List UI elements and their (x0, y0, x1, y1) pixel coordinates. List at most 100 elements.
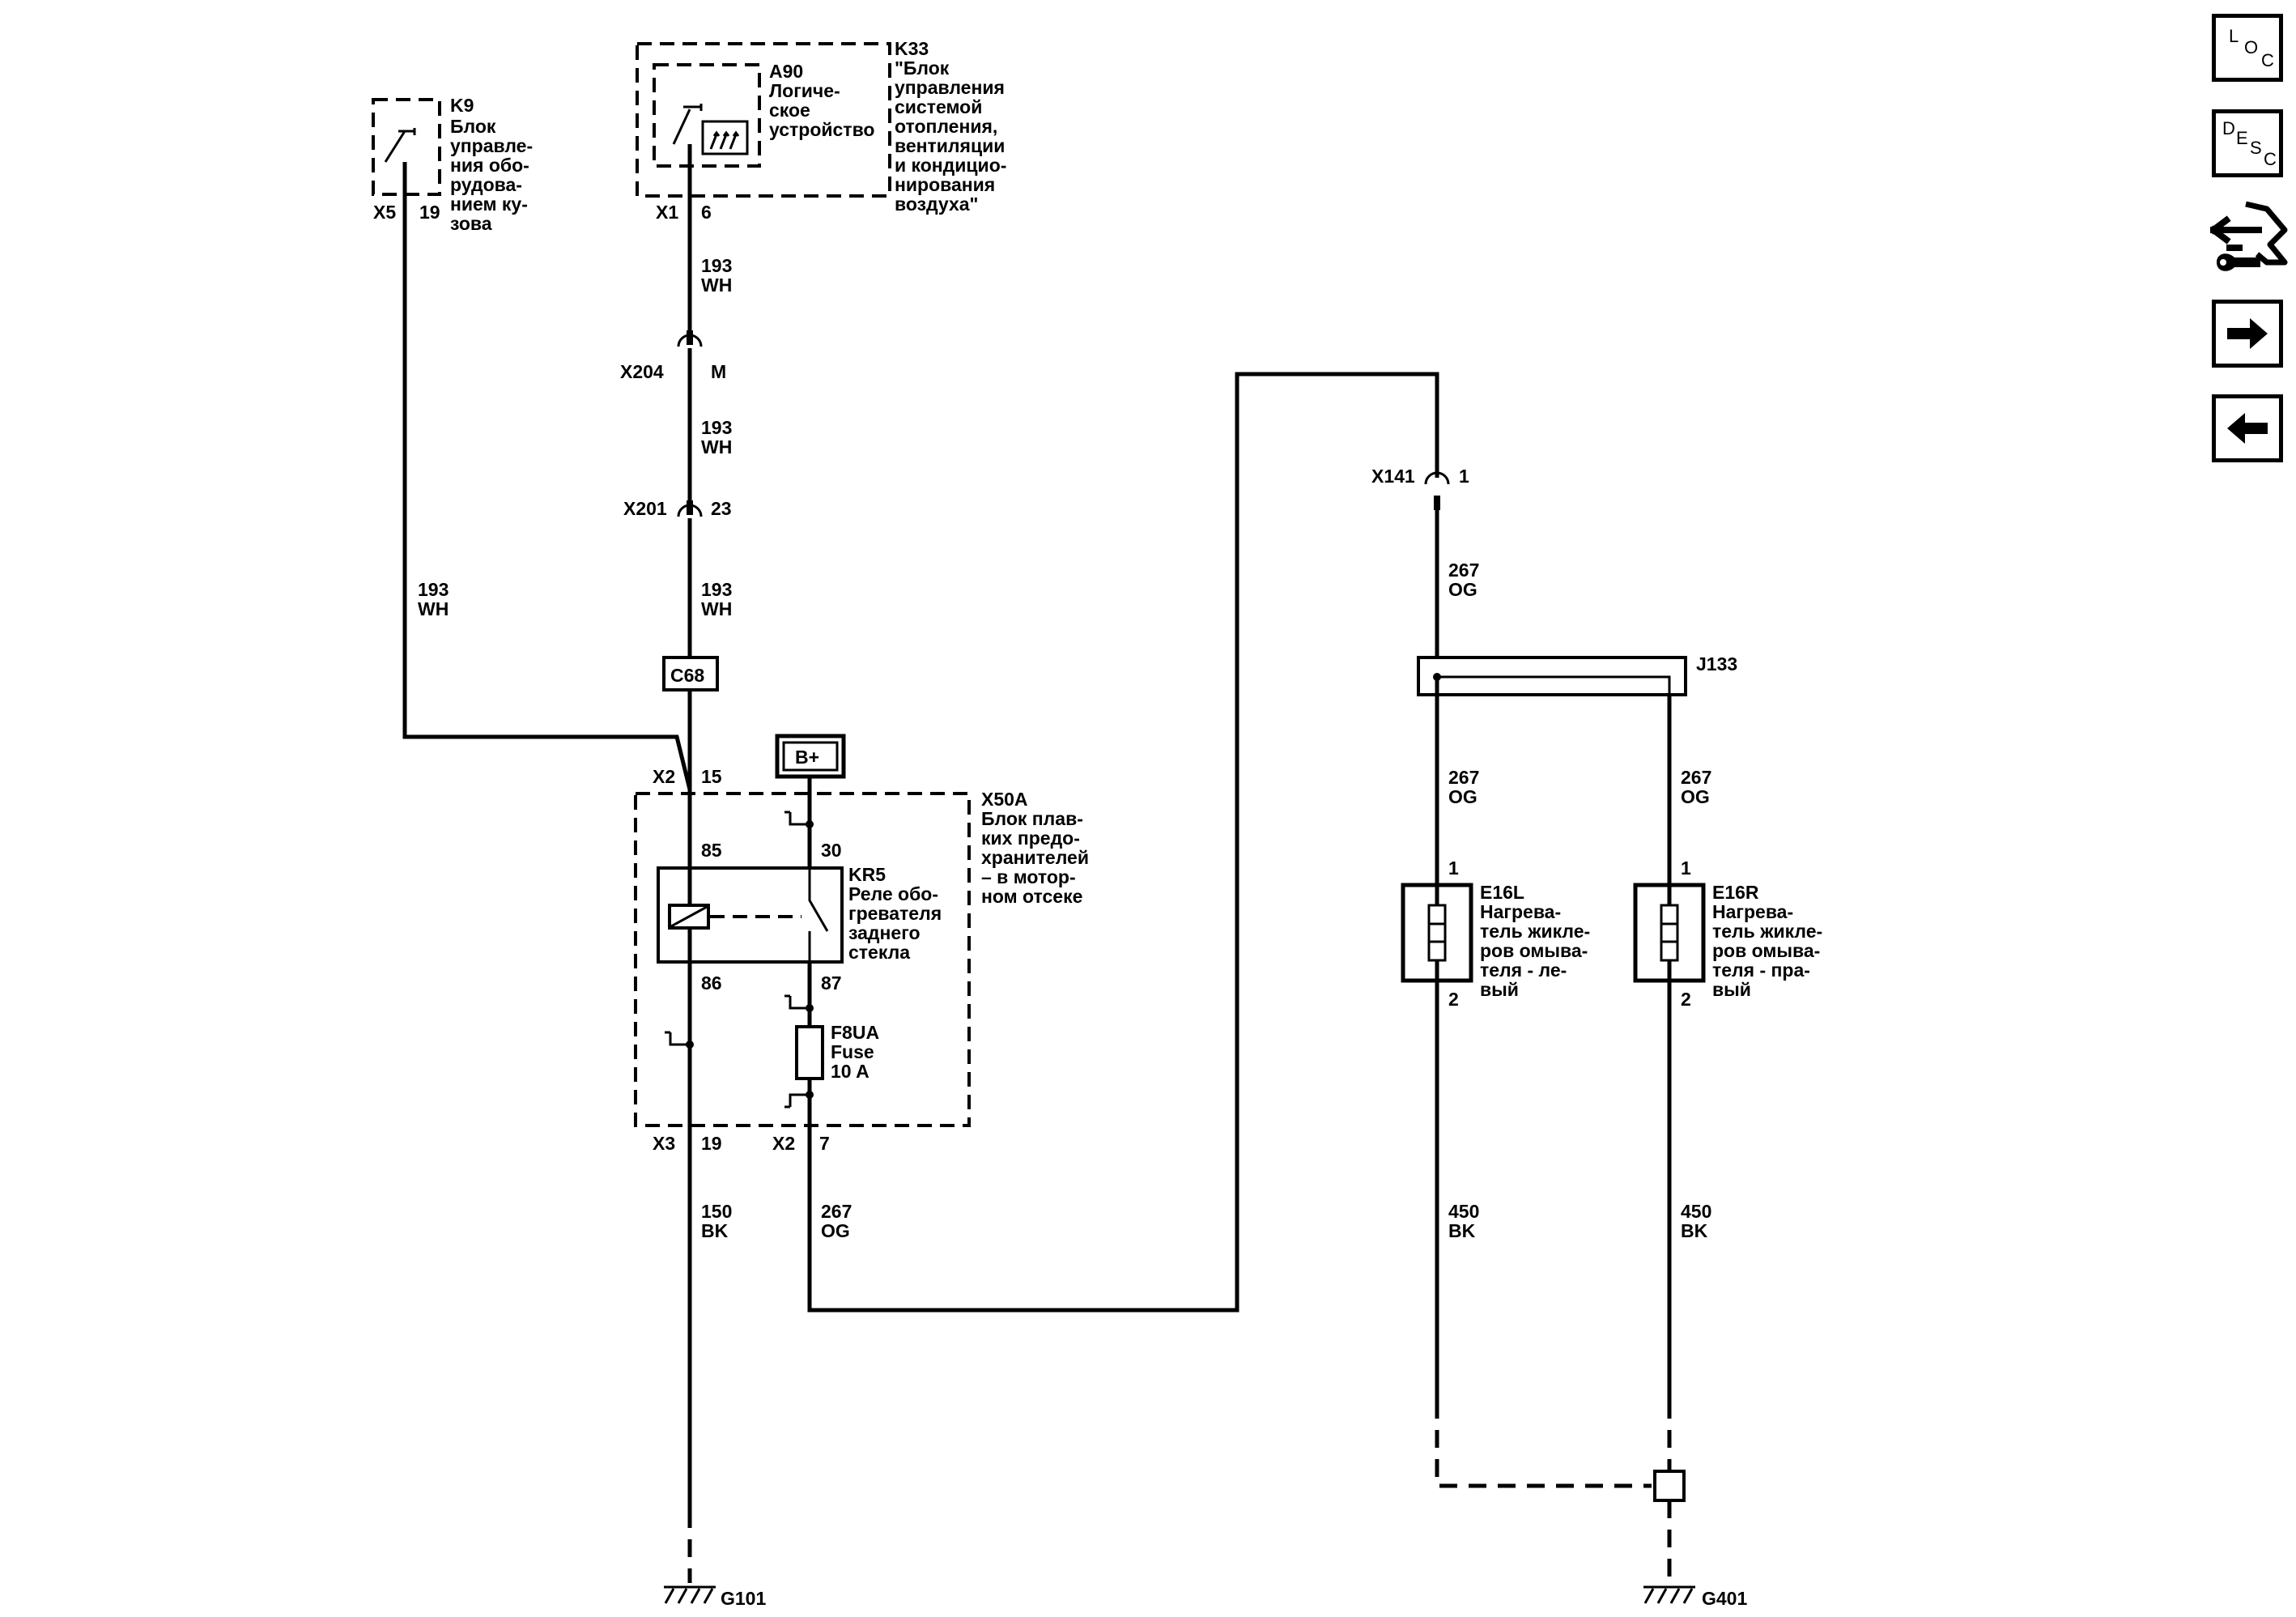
wire-193c-num: 193 (701, 579, 732, 600)
wire-267r-color: OG (1681, 786, 1710, 807)
desc-button[interactable]: D E S C (2212, 109, 2283, 177)
wire-267-loop: 267 OG X141 1 267 OG (807, 372, 1479, 1313)
desc-letter-d: D (2222, 118, 2235, 138)
x2-top-pin: 15 (701, 766, 722, 787)
connector-tool-button[interactable] (2209, 198, 2288, 279)
j133-splice: J133 (1417, 653, 1737, 696)
k33-line-4: отопления, (895, 116, 997, 137)
e16l-line-3: ров омыва- (1480, 940, 1588, 961)
connector-tool-icon (2209, 201, 2288, 271)
k9-line-2: управле- (450, 135, 533, 156)
k33-conn: X1 (656, 202, 678, 223)
x50a-line-2: ких предо- (981, 828, 1080, 849)
wire-193c-color: WH (701, 598, 732, 619)
x141-name: X141 (1371, 466, 1415, 487)
wire-267l-color: OG (1448, 786, 1478, 807)
e16l-heater: 267 OG 1 2 E16L Нагрева- тель жикле- ров… (1401, 677, 1652, 1488)
desc-letter-e: E (2236, 128, 2248, 148)
f8ua-line-2: Fuse (831, 1041, 874, 1062)
x50a-line-1: Блок плав- (981, 808, 1083, 829)
k33-module: A90 Логиче- ское устройство K33 "Блок уп… (636, 38, 1006, 223)
k9-line-6: зова (450, 213, 492, 234)
e16r-pin-top: 1 (1681, 857, 1691, 879)
loc-letter-o: O (2244, 37, 2259, 57)
k33-line-1: "Блок (895, 57, 950, 79)
a90-id: A90 (769, 61, 803, 82)
k9-id: K9 (450, 95, 474, 116)
wire-267-fuse-color: OG (821, 1220, 850, 1241)
wire-193-k9-color: WH (418, 598, 449, 619)
f8ua-id: F8UA (831, 1022, 879, 1043)
loc-button[interactable]: L O C (2212, 14, 2283, 82)
k33-line-2: управления (895, 77, 1005, 98)
k9-conn: X5 (373, 202, 396, 223)
a90-line-3: устройство (769, 119, 874, 140)
e16r-line-5: вый (1712, 979, 1751, 1000)
k33-line-3: системой (895, 96, 982, 117)
wire-193-k9-num: 193 (418, 579, 449, 600)
x204-name: X204 (620, 361, 664, 382)
wire-450l-num: 450 (1448, 1201, 1479, 1222)
e16l-id: E16L (1480, 882, 1524, 903)
kr5-pin-85: 85 (701, 840, 722, 861)
wire-267-top-color: OG (1448, 579, 1478, 600)
e16r-line-1: Нагрева- (1712, 901, 1793, 922)
k9-line-5: нием ку- (450, 194, 528, 215)
e16l-line-4: теля - ле- (1480, 960, 1567, 981)
prev-button[interactable] (2212, 394, 2283, 462)
e16r-pin-bottom: 2 (1681, 989, 1691, 1010)
wire-193b-num: 193 (701, 417, 732, 438)
g401-label: G401 (1702, 1588, 1747, 1609)
k33-line-6: и кондицио- (895, 155, 1006, 176)
x141-pin: 1 (1459, 466, 1469, 487)
wire-267l-num: 267 (1448, 767, 1479, 788)
kr5-pin-87: 87 (821, 972, 842, 994)
e16r-line-2: тель жикле- (1712, 921, 1822, 942)
e16r-line-3: ров омыва- (1712, 940, 1820, 961)
k33-id: K33 (895, 38, 929, 59)
k9-line-1: Блок (450, 116, 496, 137)
wire-150-num: 150 (701, 1201, 732, 1222)
wire-450l-color: BK (1448, 1220, 1476, 1241)
x204-pin: M (711, 361, 726, 382)
x201-pin: 23 (711, 498, 732, 519)
x50a-line-5: ном отсеке (981, 886, 1082, 907)
x201-name: X201 (623, 498, 667, 519)
e16r-heater: 267 OG 1 2 E16R Нагрева- тель жикле- ров… (1633, 695, 1822, 1609)
e16r-line-4: теля - пра- (1712, 960, 1810, 981)
wire-450r-num: 450 (1681, 1201, 1711, 1222)
kr5-line-1: Реле обо- (848, 883, 938, 904)
x50a-fuse-block: X2 15 X50A Блок плав- ких предо- храните… (634, 766, 1089, 1154)
k9-module: K9 Блок управле- ния обо- рудова- нием к… (372, 95, 533, 234)
arrow-left-icon (2227, 413, 2268, 444)
k9-line-3: ния обо- (450, 155, 529, 176)
arrow-right-icon (2227, 318, 2268, 349)
e16l-line-1: Нагрева- (1480, 901, 1561, 922)
e16l-pin-top: 1 (1448, 857, 1459, 879)
a90-line-2: ское (769, 100, 810, 121)
next-button[interactable] (2212, 300, 2283, 368)
e16r-id: E16R (1712, 882, 1759, 903)
x2-top-conn: X2 (653, 766, 675, 787)
x3-conn: X3 (653, 1133, 675, 1154)
wire-267r-num: 267 (1681, 767, 1711, 788)
wire-150-ground: 150 BK G101 (664, 1126, 766, 1609)
wire-150-color: BK (701, 1220, 729, 1241)
battery-positive: B+ (775, 734, 846, 794)
bplus-label: B+ (795, 747, 819, 768)
wire-193-k9: 193 WH (402, 194, 692, 790)
wire-450r-color: BK (1681, 1220, 1708, 1241)
e16l-pin-bottom: 2 (1448, 989, 1459, 1010)
desc-letter-s: S (2250, 138, 2262, 158)
a90-line-1: Логиче- (769, 80, 840, 101)
j133-label: J133 (1696, 653, 1737, 674)
x50a-id: X50A (981, 789, 1028, 810)
e16l-line-2: тель жикле- (1480, 921, 1590, 942)
kr5-pin-30: 30 (821, 840, 842, 861)
x50a-line-4: – в мотор- (981, 866, 1076, 887)
wire-267-top-num: 267 (1448, 560, 1479, 581)
f8ua-line-3: 10 A (831, 1061, 870, 1082)
kr5-line-3: заднего (848, 922, 921, 943)
x50a-line-3: хранителей (981, 847, 1089, 868)
